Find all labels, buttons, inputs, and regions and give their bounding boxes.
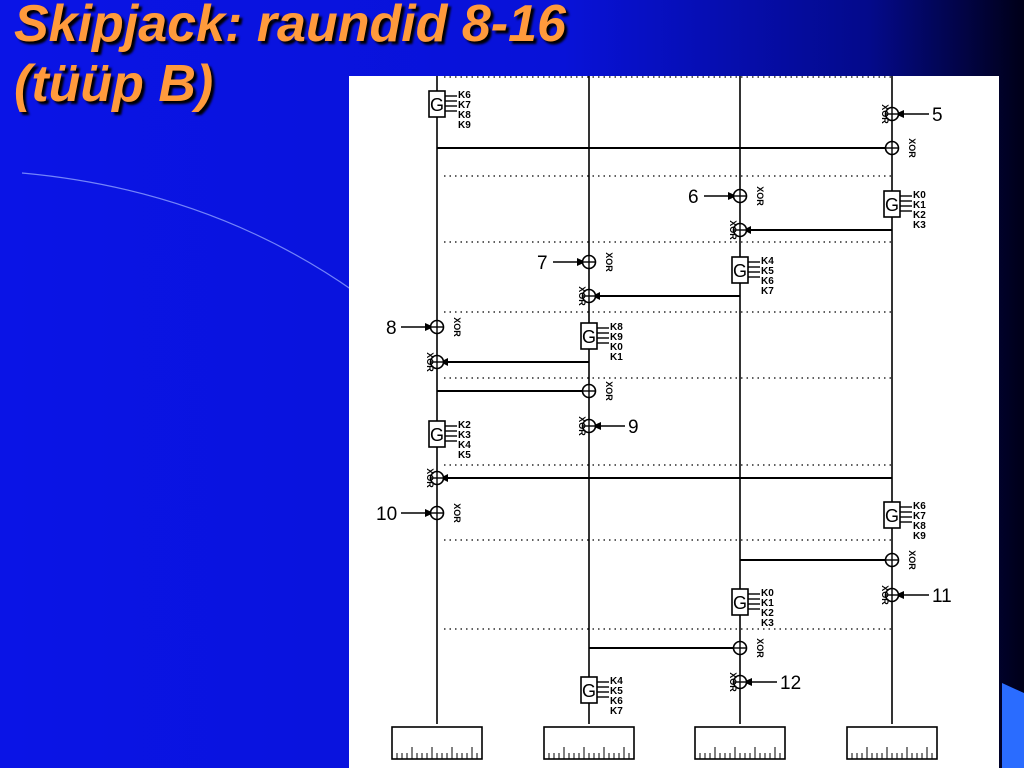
counter-label: 10 [376,504,397,525]
subkey-label: K0 [913,190,926,201]
xor-node: XOR [577,286,597,306]
xor-label: XOR [755,186,765,206]
xor-node: XOR [581,252,614,272]
counter-label: 7 [537,253,548,274]
g-permutation-label: G [582,327,596,347]
xor-label: XOR [907,550,917,570]
subkey-label: K4 [458,440,471,451]
xor-label: XOR [728,220,738,240]
counter-label: 6 [688,187,699,208]
subkey-label: K8 [913,521,926,532]
subkey-label: K6 [458,90,471,101]
subkey-label: K8 [458,110,471,121]
slide-title: Skipjack: raundid 8-16 (tüüp B) [14,0,566,113]
xor-label: XOR [880,104,890,124]
subkey-label: K7 [761,286,774,297]
xor-node: XOR [581,381,614,401]
xor-node: XOR [577,416,597,436]
subkey-label: K4 [761,256,774,267]
subkey-label: K3 [913,220,926,231]
subkey-label: K4 [610,676,623,687]
xor-node: XOR [425,352,445,372]
subkey-label: K1 [761,598,774,609]
subkey-label: K2 [913,210,926,221]
xor-node: XOR [429,503,462,523]
subkey-label: K3 [458,430,471,441]
xor-label: XOR [577,416,587,436]
subkey-label: K9 [610,332,623,343]
xor-node: XOR [732,638,765,658]
subkey-label: K1 [913,200,926,211]
xor-label: XOR [755,638,765,658]
xor-label: XOR [425,352,435,372]
subkey-label: K5 [610,686,623,697]
g-permutation-label: G [733,261,747,281]
xor-node: XOR [732,186,765,206]
subkey-label: K7 [913,511,926,522]
counter-label: 12 [780,673,801,694]
subkey-label: K7 [458,100,471,111]
xor-label: XOR [452,503,462,523]
g-permutation-label: G [885,195,899,215]
subkey-label: K0 [610,342,623,353]
xor-node: XOR [884,550,917,570]
subkey-label: K6 [610,696,623,707]
subkey-label: K2 [761,608,774,619]
subkey-label: K5 [458,450,471,461]
counter-label: 9 [628,417,639,438]
subkey-label: K7 [610,706,623,717]
counter-label: 8 [386,318,397,339]
xor-node: XOR [429,317,462,337]
xor-label: XOR [604,381,614,401]
subkey-label: K1 [610,352,623,363]
xor-label: XOR [907,138,917,158]
xor-node: XOR [880,104,900,124]
xor-label: XOR [728,672,738,692]
subkey-label: K8 [610,322,623,333]
counter-label: 5 [932,105,943,126]
g-permutation-label: G [430,425,444,445]
subkey-label: K9 [913,531,926,542]
xor-label: XOR [452,317,462,337]
subkey-label: K6 [913,501,926,512]
xor-label: XOR [577,286,587,306]
xor-node: XOR [880,585,900,605]
subkey-label: K0 [761,588,774,599]
xor-node: XOR [728,672,748,692]
xor-label: XOR [604,252,614,272]
xor-label: XOR [425,468,435,488]
xor-label: XOR [880,585,890,605]
xor-node: XOR [425,468,445,488]
g-permutation-label: G [582,681,596,701]
skipjack-rounds-diagram: XOR XOR XOR XOR XOR XOR XOR XOR XOR XOR XOR XOR XOR X… [349,76,999,768]
g-permutation-label: G [430,95,444,115]
xor-node: XOR [884,138,917,158]
subkey-label: K6 [761,276,774,287]
subkey-label: K2 [458,420,471,431]
subkey-label: K9 [458,120,471,131]
g-permutation-label: G [733,593,747,613]
g-permutation-label: G [885,506,899,526]
xor-node: XOR [728,220,748,240]
subkey-label: K5 [761,266,774,277]
counter-label: 11 [932,586,952,607]
subkey-label: K3 [761,618,774,629]
